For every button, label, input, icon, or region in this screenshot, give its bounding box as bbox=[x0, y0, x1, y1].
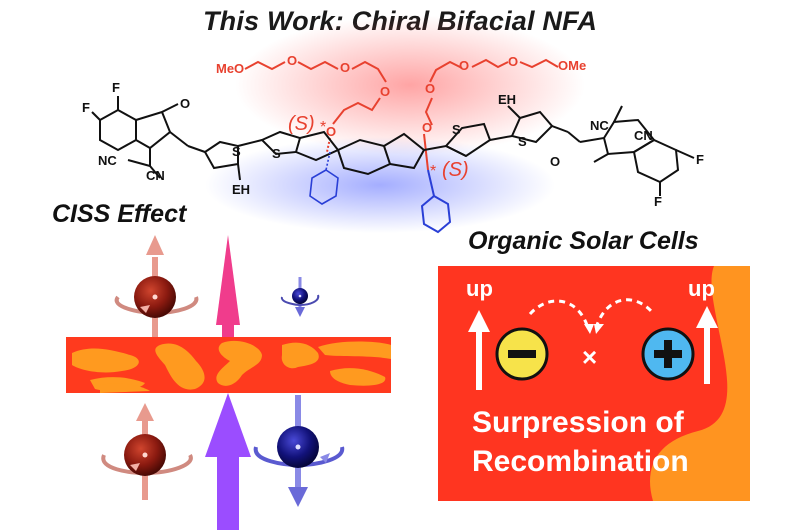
meo-label: MeO bbox=[216, 61, 244, 76]
nitrile-nc: NC bbox=[98, 153, 117, 168]
chirality-label-right: (S) bbox=[442, 159, 469, 181]
path-arrowhead bbox=[594, 324, 604, 334]
ome-label: OMe bbox=[558, 58, 586, 73]
peg-oxygen: O bbox=[340, 60, 350, 75]
recombination-path bbox=[528, 298, 654, 329]
stereo-star-right: * bbox=[430, 163, 436, 180]
chiral-active-layer bbox=[66, 337, 391, 393]
up-label-right: up bbox=[688, 276, 715, 301]
backbone bbox=[91, 96, 695, 196]
nfa-molecule-structure: MeO O O O O O O O O OMe bbox=[82, 15, 704, 234]
fluorine-label: F bbox=[112, 80, 120, 95]
nitrile-nc: NC bbox=[590, 118, 609, 133]
red-glow-face bbox=[235, 15, 585, 155]
peg-chain-right bbox=[423, 58, 559, 171]
nitrile-cn: CN bbox=[146, 168, 165, 183]
caption-line-1: Surpression of bbox=[472, 406, 685, 439]
eh-label: EH bbox=[232, 182, 250, 197]
electron-charge bbox=[495, 327, 549, 381]
ciss-effect-title: CISS Effect bbox=[52, 200, 187, 228]
chirality-label-left: (S) bbox=[288, 113, 315, 135]
spin-up-electron-top bbox=[114, 235, 199, 337]
spin-down-electron-top bbox=[280, 277, 320, 317]
osc-acceptor-domain bbox=[650, 266, 750, 501]
spin-up-arrow-left bbox=[468, 310, 490, 390]
fluorine-label: F bbox=[82, 100, 90, 115]
peg-oxygen: O bbox=[380, 84, 390, 99]
sulfur-label: S bbox=[232, 144, 241, 159]
phenyl-right bbox=[420, 169, 452, 234]
peg-oxygen: O bbox=[508, 54, 518, 69]
peg-oxygen: O bbox=[425, 81, 435, 96]
peg-oxygen: O bbox=[287, 53, 297, 68]
spin-down-electron-bottom bbox=[253, 395, 345, 507]
hole-charge bbox=[641, 327, 695, 381]
path-arrowhead bbox=[584, 324, 594, 334]
sulfur-label: S bbox=[518, 134, 527, 149]
carbonyl-oxygen: O bbox=[550, 154, 560, 169]
spin-up-electron-bottom bbox=[101, 403, 193, 500]
carbonyl-oxygen: O bbox=[180, 96, 190, 111]
stereo-star-left: * bbox=[320, 119, 326, 136]
sulfur-label: S bbox=[272, 146, 281, 161]
peg-oxygen: O bbox=[422, 120, 432, 135]
blocked-recombination-mark: × bbox=[582, 342, 597, 372]
fluorine-label: F bbox=[696, 152, 704, 167]
injected-current-arrow bbox=[205, 393, 251, 530]
up-label-left: up bbox=[466, 276, 493, 301]
organic-solar-cells-title: Organic Solar Cells bbox=[468, 227, 699, 255]
peg-oxygen: O bbox=[326, 124, 336, 139]
sulfur-label: S bbox=[452, 122, 461, 137]
spin-up-arrow-right bbox=[696, 306, 718, 384]
osc-panel: up up × Surpression of Recombination bbox=[438, 266, 750, 501]
ciss-diagram bbox=[66, 235, 391, 530]
blue-glow-face bbox=[205, 137, 555, 233]
phenyl-left bbox=[309, 151, 339, 205]
peg-chain-left bbox=[244, 60, 387, 153]
peg-oxygen: O bbox=[459, 58, 469, 73]
nitrile-cn: CN bbox=[634, 128, 653, 143]
eh-label: EH bbox=[498, 92, 516, 107]
fluorine-label: F bbox=[654, 194, 662, 209]
caption-line-2: Recombination bbox=[472, 445, 689, 478]
